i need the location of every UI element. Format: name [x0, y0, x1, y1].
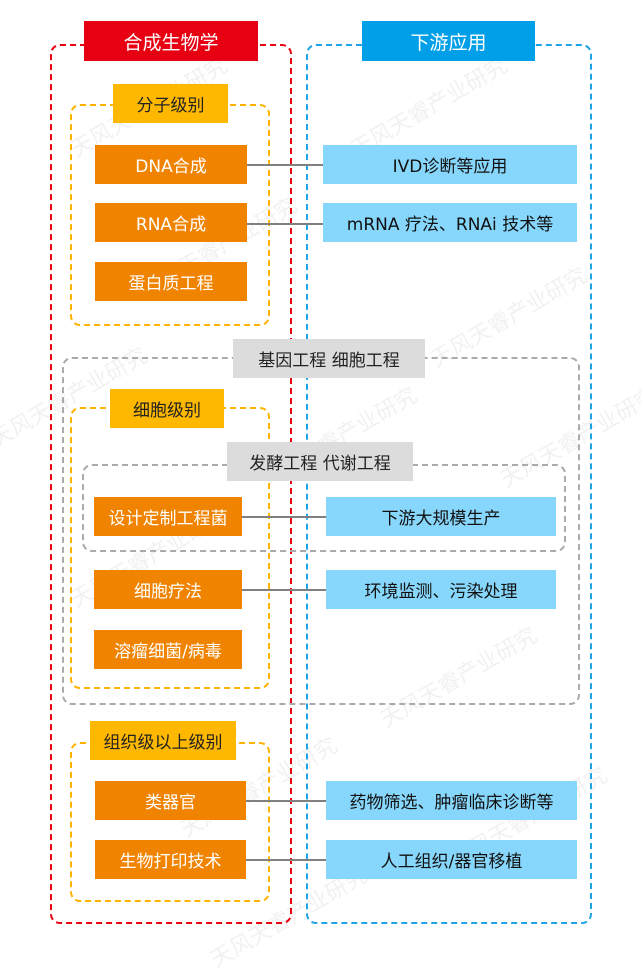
gene-cell-engineering-label: 基因工程 细胞工程 — [233, 339, 425, 378]
connector-line — [247, 164, 323, 166]
tech-bioprinting: 生物打印技术 — [95, 840, 246, 879]
tech-protein-engineering: 蛋白质工程 — [95, 262, 247, 301]
tech-cell-therapy: 细胞疗法 — [94, 570, 242, 609]
app-mrna-rnai: mRNA 疗法、RNAi 技术等 — [323, 203, 577, 242]
tech-rna-synthesis: RNA合成 — [95, 203, 247, 242]
connector-line — [242, 516, 326, 518]
molecular-level-label: 分子级别 — [113, 84, 228, 123]
tech-engineered-bacteria: 设计定制工程菌 — [94, 497, 242, 536]
app-drug-screening: 药物筛选、肿瘤临床诊断等 — [326, 781, 577, 820]
connector-line — [246, 800, 326, 802]
tech-dna-synthesis: DNA合成 — [95, 145, 247, 184]
cellular-level-label: 细胞级别 — [110, 389, 224, 428]
fermentation-metabolic-label: 发酵工程 代谢工程 — [227, 442, 413, 481]
connector-line — [242, 589, 326, 591]
tissue-level-label: 组织级以上级别 — [90, 721, 236, 760]
app-environmental-monitoring: 环境监测、污染处理 — [326, 570, 556, 609]
downstream-applications-title: 下游应用 — [362, 21, 535, 61]
app-artificial-tissue: 人工组织/器官移植 — [326, 840, 577, 879]
tech-organoid: 类器官 — [95, 781, 246, 820]
synthetic-biology-title: 合成生物学 — [84, 21, 258, 61]
connector-line — [246, 859, 326, 861]
connector-line — [247, 223, 323, 225]
app-ivd-diagnostics: IVD诊断等应用 — [323, 145, 577, 184]
tech-oncolytic-bacteria-virus: 溶瘤细菌/病毒 — [94, 630, 242, 669]
app-large-scale-production: 下游大规模生产 — [326, 497, 556, 536]
